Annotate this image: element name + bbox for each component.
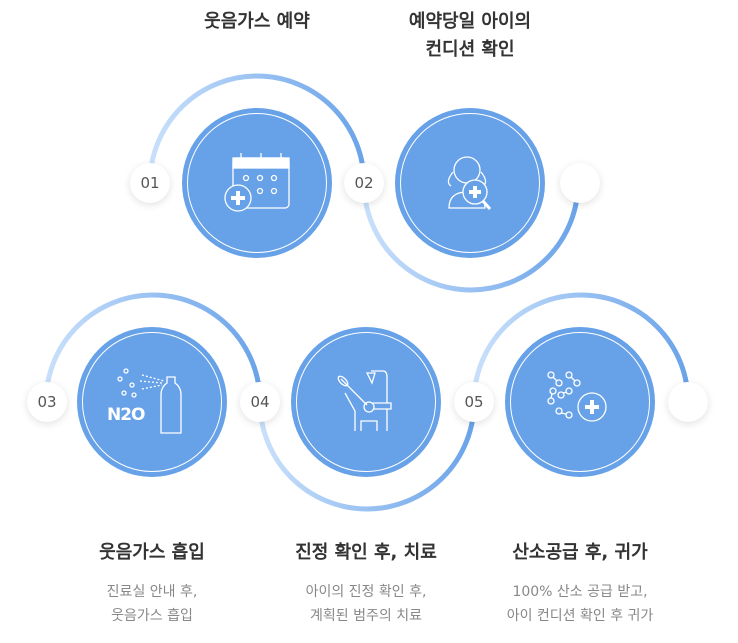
step-5-desc: 100% 산소 공급 받고, 아이 컨디션 확인 후 귀가 <box>507 580 654 628</box>
end-dot <box>560 163 600 203</box>
step-5-title: 산소공급 후, 귀가 <box>512 542 648 563</box>
desc-line: 아이의 진정 확인 후, <box>305 584 427 600</box>
arc-5 <box>471 292 691 403</box>
step-3-title: 웃음가스 흡입 <box>99 542 205 563</box>
step-1-circle <box>182 108 332 258</box>
desc-line: 100% 산소 공급 받고, <box>512 584 648 600</box>
dental-chair-icon <box>337 370 392 431</box>
step-4-circle <box>291 327 441 477</box>
step-4-desc: 아이의 진정 확인 후, 계획된 범주의 치료 <box>306 580 427 628</box>
arc-2 <box>361 182 581 293</box>
step-1-number: 01 <box>130 163 170 203</box>
step-2-circle <box>395 108 545 258</box>
desc-line: 계획된 범주의 치료 <box>310 608 422 624</box>
step-2-number: 02 <box>344 163 384 203</box>
step-3-desc: 진료실 안내 후, 웃음가스 흡입 <box>107 580 198 628</box>
desc-line: 웃음가스 흡입 <box>111 608 193 624</box>
end-dot <box>668 382 708 422</box>
step-2-title-line: 컨디션 확인 <box>425 39 515 60</box>
desc-line: 아이 컨디션 확인 후 귀가 <box>506 608 654 624</box>
step-4-title: 진정 확인 후, 치료 <box>295 542 437 563</box>
oxygen-molecule-icon <box>547 371 607 422</box>
n2o-spray-icon <box>117 368 182 434</box>
step-2-title: 예약당일 아이의 컨디션 확인 <box>409 8 531 64</box>
step-5-number: 05 <box>454 382 494 422</box>
arc-1 <box>147 73 367 184</box>
arc-3 <box>43 292 263 403</box>
calendar-plus-icon <box>224 153 290 212</box>
child-search-icon <box>447 156 492 210</box>
step-2-title-line: 예약당일 아이의 <box>408 11 532 32</box>
step-3-number: 03 <box>27 382 67 422</box>
n2o-label: N2O <box>107 405 146 425</box>
step-4-number: 04 <box>240 382 280 422</box>
step-3-circle <box>77 327 227 477</box>
step-1-title: 웃음가스 예약 <box>204 11 310 32</box>
arc-4 <box>257 401 477 512</box>
desc-line: 진료실 안내 후, <box>106 584 198 600</box>
step-5-circle <box>505 327 655 477</box>
